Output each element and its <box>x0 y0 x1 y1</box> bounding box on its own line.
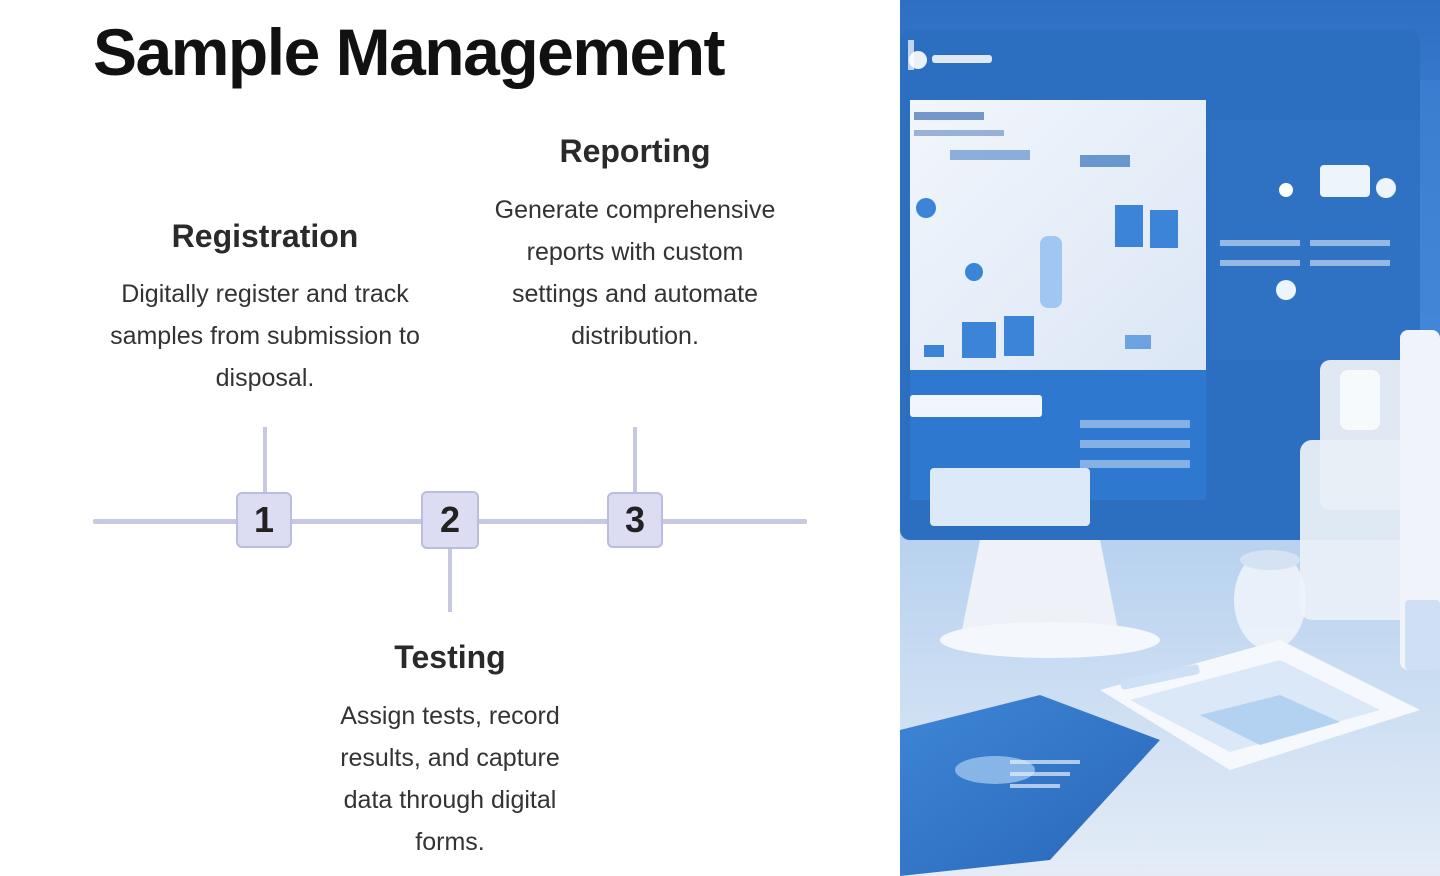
connector-registration <box>263 427 267 493</box>
step-description-testing: Assign tests, record results, and captur… <box>340 702 560 856</box>
connector-testing <box>448 548 452 612</box>
lab-monitor-illustration-icon <box>900 0 1440 876</box>
step-marker-1: 1 <box>236 492 292 548</box>
step-marker-2: 2 <box>421 491 479 549</box>
page-title: Sample Management <box>93 15 726 89</box>
connector-reporting <box>633 427 637 493</box>
hero-illustration <box>900 0 1440 876</box>
step-title-registration: Registration <box>171 218 359 254</box>
step-title-testing: Testing <box>394 639 506 675</box>
step-marker-3: 3 <box>607 492 663 548</box>
step-description-registration: Digitally register and track samples fro… <box>110 280 420 392</box>
step-title-reporting: Reporting <box>559 133 711 169</box>
step-description-reporting: Generate comprehensive reports with cust… <box>494 196 776 350</box>
